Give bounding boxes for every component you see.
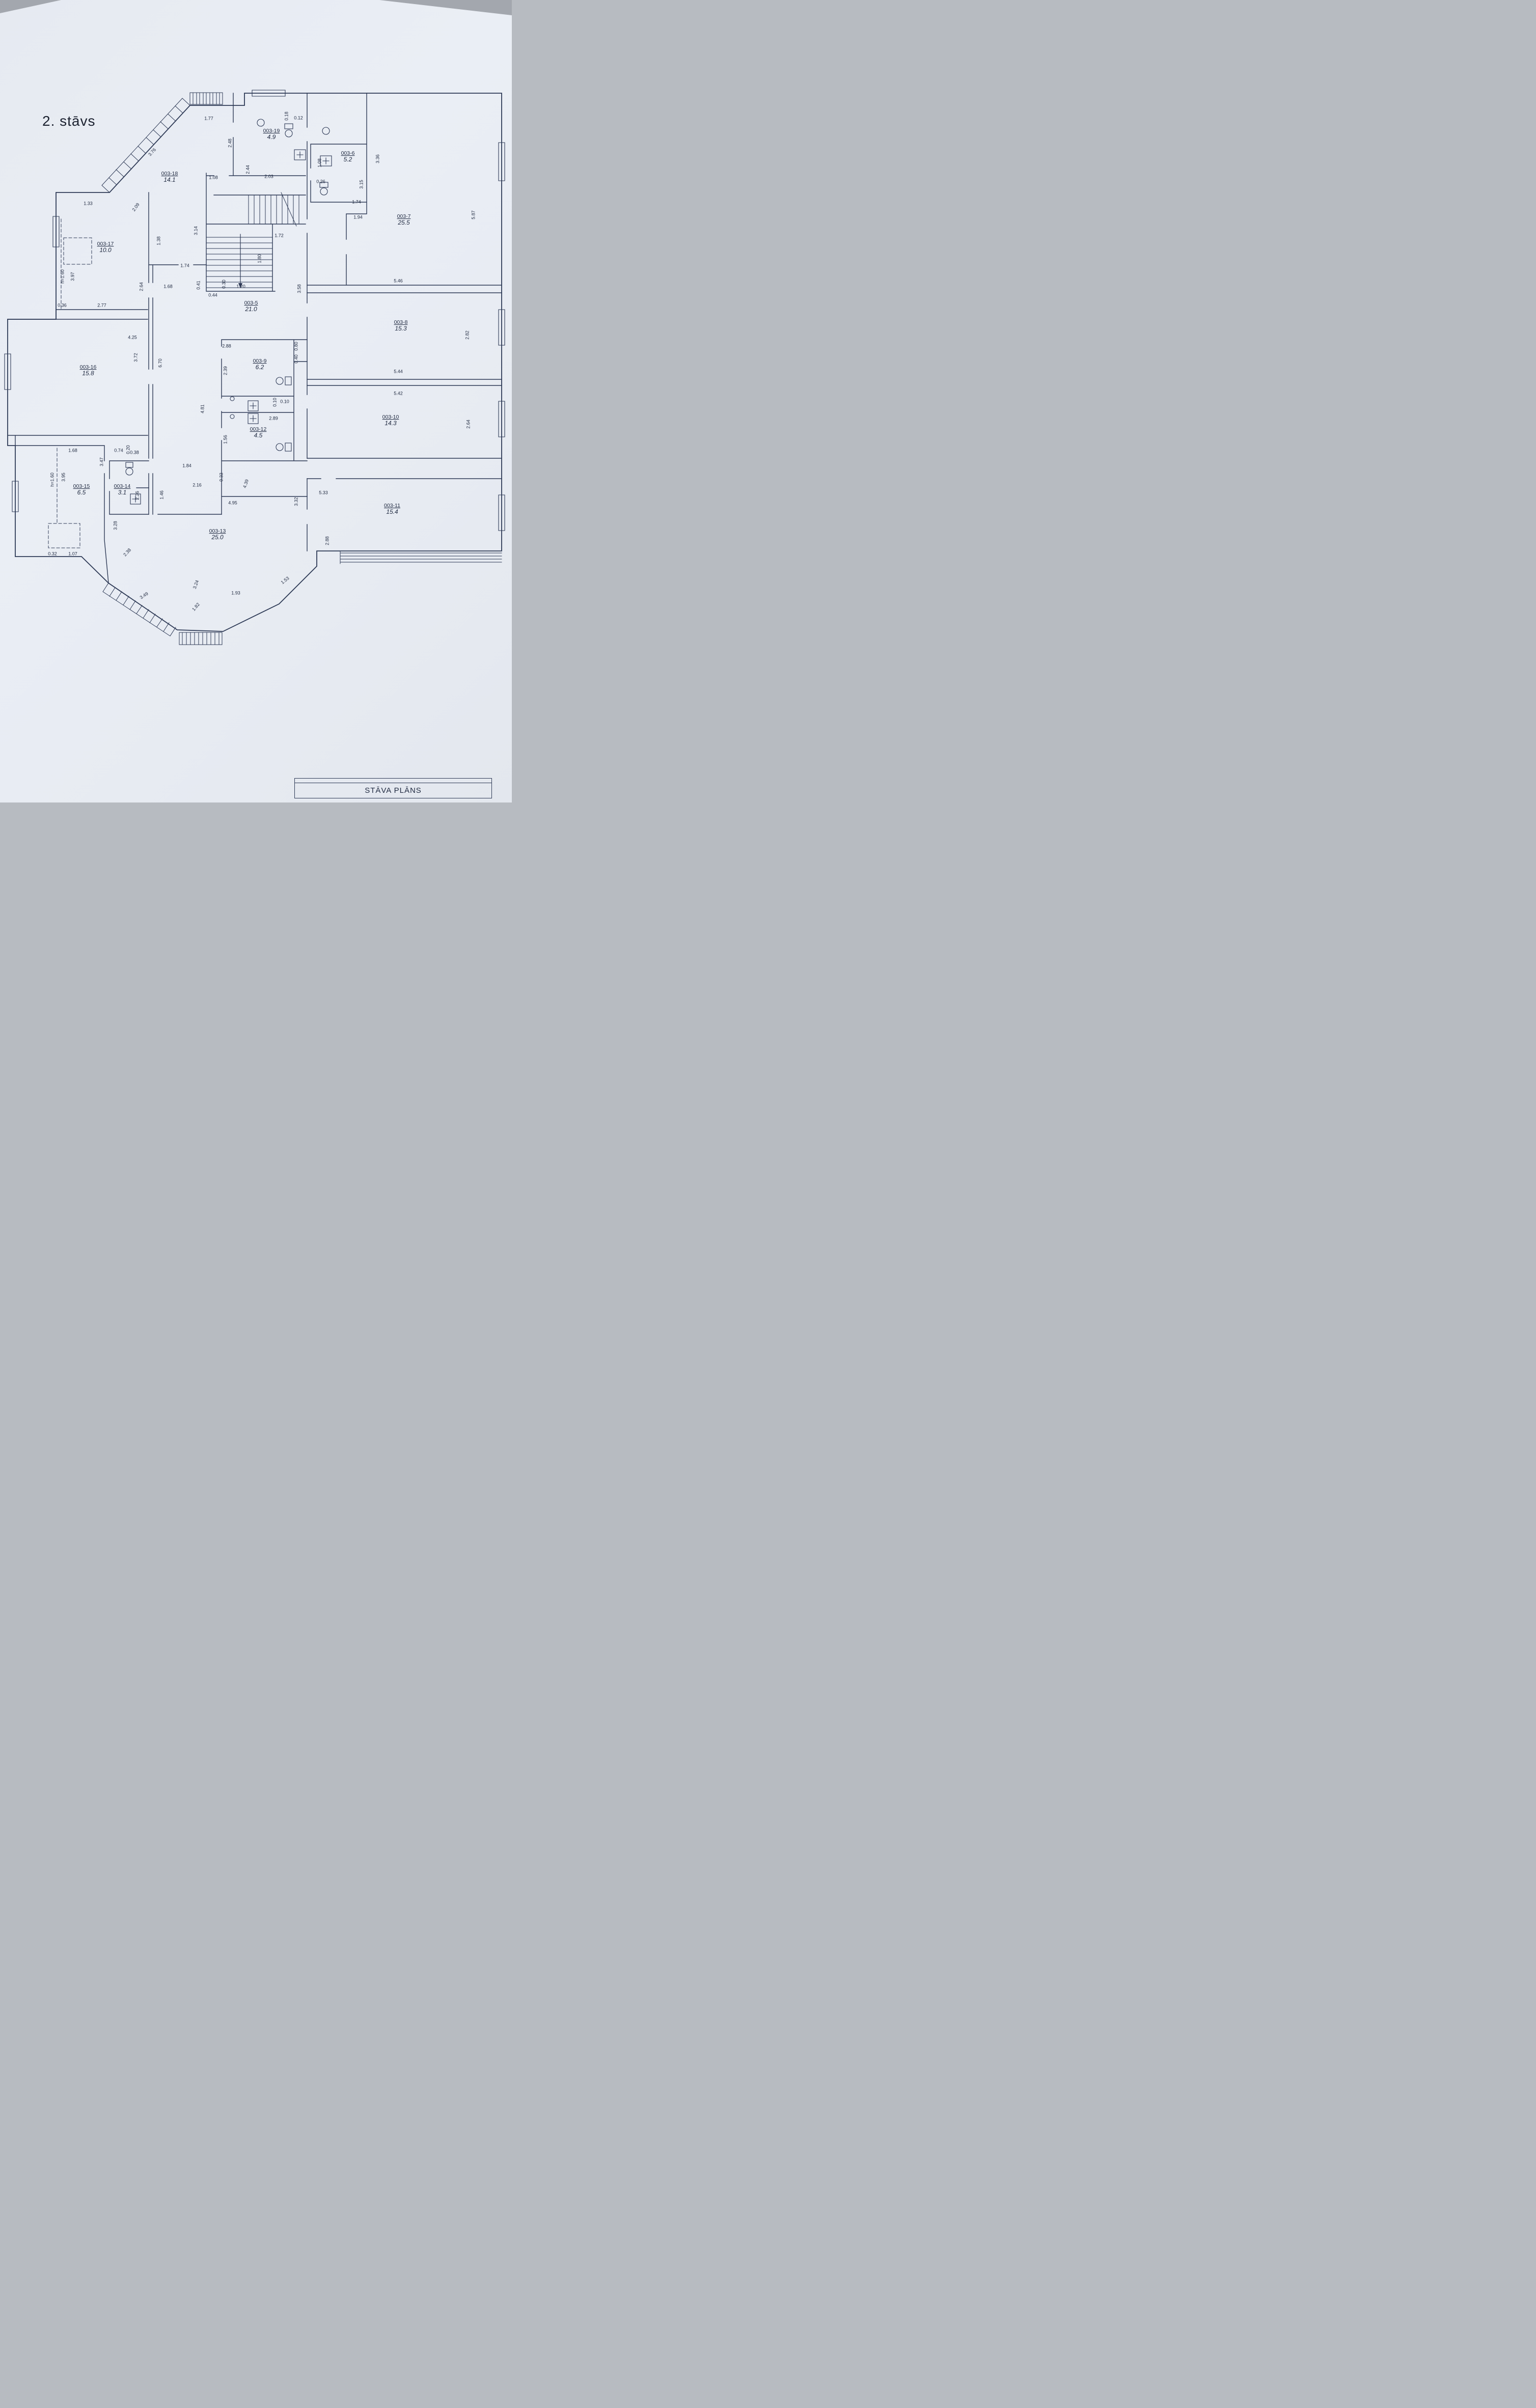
wc-cistern-icon [285, 442, 292, 452]
wc-cistern-icon [319, 182, 328, 188]
terrace-hatch-top-rect [189, 92, 223, 105]
right-rooms-walls [307, 379, 502, 479]
title-block-label: STĀVA PLĀNS [365, 786, 422, 795]
wc-cistern-icon [125, 462, 133, 468]
wc-cistern-icon [285, 376, 292, 385]
washbasin-icon [294, 149, 306, 160]
washbasin-icon [248, 400, 259, 411]
floor-title: 2. stāvs [42, 113, 96, 129]
terrace-hatch-bottom-rect [179, 632, 223, 645]
roof-slope-dashed-lines [48, 218, 92, 548]
floor-drain-icon [230, 396, 235, 401]
paper-background [0, 0, 512, 802]
wc-bowl-icon [320, 187, 328, 196]
scanned-floor-plan-page: { "title": { "floor": "2. stāvs" }, "tit… [0, 0, 512, 802]
wc-cistern-icon [284, 123, 293, 129]
wc-bowl-icon [276, 377, 284, 385]
wc-bowl-icon [285, 129, 293, 137]
sink-bowl-icon [257, 119, 265, 127]
left-rooms-walls [7, 309, 222, 584]
washbasin-icon [320, 155, 332, 167]
floor-drain-icon [230, 414, 235, 419]
washbasin-icon [248, 413, 259, 424]
stair-treads-lower [206, 237, 273, 288]
wc-bowl-icon [276, 443, 284, 451]
sink-bowl-icon [322, 127, 330, 135]
floor-plan-drawing [4, 90, 505, 645]
outer-walls [7, 93, 502, 632]
window-symbols [4, 90, 505, 531]
stairwell-walls [206, 93, 306, 292]
terrace-hatch-top-left [101, 98, 190, 193]
corridor-walls [148, 93, 308, 551]
balcony-hatch-bottom-right [340, 550, 502, 564]
stair-treads-upper [248, 192, 299, 227]
washbasin-icon [130, 493, 141, 505]
bathroom-walls [221, 339, 308, 515]
room-6-7-walls [307, 93, 502, 293]
title-block: STĀVA PLĀNS [294, 778, 492, 798]
terrace-hatch-bottom-left [102, 583, 176, 636]
stair-arrow-head [238, 283, 242, 288]
sanitary-fixtures [125, 119, 332, 505]
wc-bowl-icon [125, 467, 133, 476]
